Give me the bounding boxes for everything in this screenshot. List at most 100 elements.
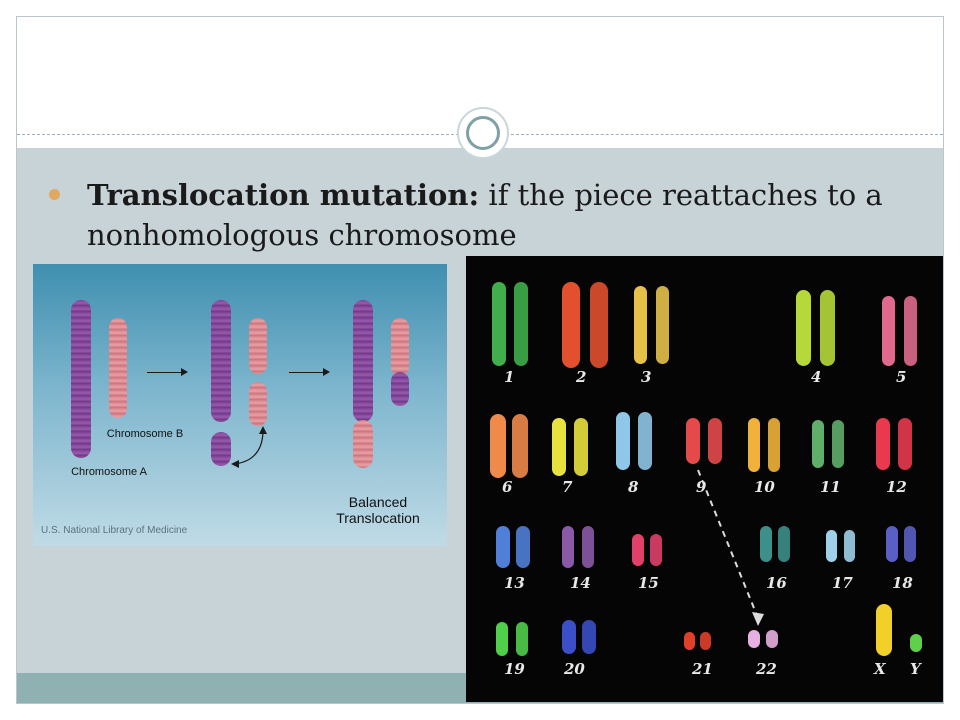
karyotype-label-17: 17 xyxy=(832,574,853,592)
karyotype-chromosome-18-a xyxy=(886,526,898,562)
karyotype-chromosome-18-b xyxy=(904,526,916,562)
label-chromosome-a: Chromosome A xyxy=(71,466,147,478)
karyotype-label-20: 20 xyxy=(564,660,585,678)
arrow-1-head xyxy=(181,368,188,376)
karyotype-chromosome-3-b xyxy=(656,286,669,364)
karyotype-label-21: 21 xyxy=(692,660,713,678)
karyotype-chromosome-16-b xyxy=(778,526,790,562)
karyotype-chromosome-10-b xyxy=(768,418,780,472)
karyotype-label-x: X xyxy=(874,660,886,678)
karyotype-label-2: 2 xyxy=(576,368,587,386)
bullet-text: Translocation mutation: if the piece rea… xyxy=(87,175,917,255)
karyotype-label-16: 16 xyxy=(766,574,787,592)
karyotype-label-14: 14 xyxy=(570,574,591,592)
chromosome-b-stage3 xyxy=(391,318,409,376)
karyotype-label-10: 10 xyxy=(754,478,775,496)
karyotype-chromosome-15-b xyxy=(650,534,662,566)
arrow-1 xyxy=(147,372,181,373)
karyotype-chromosome-13-a xyxy=(496,526,510,568)
translocation-arrow xyxy=(697,469,759,619)
karyotype-label-11: 11 xyxy=(820,478,841,496)
karyotype-chromosome-4-a xyxy=(796,290,811,366)
karyotype-chromosome-9-a xyxy=(686,418,700,464)
bullet-icon xyxy=(49,189,60,200)
karyotype-chromosome-4-b xyxy=(820,290,835,366)
karyotype-label-15: 15 xyxy=(638,574,659,592)
karyotype-label-3: 3 xyxy=(641,368,652,386)
karyotype-label-6: 6 xyxy=(502,478,513,496)
karyotype-chromosome-21-a xyxy=(684,632,695,650)
chromosome-b-stage2-fragment xyxy=(249,382,267,426)
karyotype-chromosome-3-a xyxy=(634,286,647,364)
karyotype-chromosome-x xyxy=(876,604,892,656)
karyotype-label-13: 13 xyxy=(504,574,525,592)
karyotype-chromosome-12-a xyxy=(876,418,890,470)
karyotype-chromosome-6-a xyxy=(490,414,506,478)
karyotype-chromosome-14-b xyxy=(582,526,594,568)
karyotype-chromosome-8-a xyxy=(616,412,630,470)
karyotype-chromosome-15-a xyxy=(632,534,644,566)
karyotype-chromosome-5-b xyxy=(904,296,917,366)
chromosome-a-stage1 xyxy=(71,300,91,458)
karyotype-label-12: 12 xyxy=(886,478,907,496)
karyotype-label-22: 22 xyxy=(756,660,777,678)
karyotype-label-8: 8 xyxy=(628,478,639,496)
chromosome-b-stage1 xyxy=(109,318,127,418)
karyotype-chromosomes xyxy=(490,282,922,656)
karyotype-chromosome-10-a xyxy=(748,418,760,472)
karyotype-label-9: 9 xyxy=(696,478,707,496)
karyotype-chromosome-7-b xyxy=(574,418,588,476)
karyotype-chromosome-17-a xyxy=(826,530,837,562)
karyotype-chromosome-22-a xyxy=(748,630,760,648)
karyotype-chromosome-19-b xyxy=(516,622,528,656)
karyotype-label-1: 1 xyxy=(504,368,515,386)
karyotype-chromosome-1-a xyxy=(492,282,506,366)
label-chromosome-b: Chromosome B xyxy=(106,428,184,440)
circle-ornament-ring xyxy=(466,116,500,150)
karyotype-chromosome-8-b xyxy=(638,412,652,470)
chromosome-a-translocated xyxy=(353,420,373,468)
karyotype-chromosome-9-b xyxy=(708,418,722,464)
bullet-term: Translocation mutation: xyxy=(87,178,480,212)
karyotype-chromosome-2-a xyxy=(562,282,580,368)
karyotype-label-4: 4 xyxy=(811,368,822,386)
karyotype-label-7: 7 xyxy=(562,478,573,496)
karyotype-chromosome-13-b xyxy=(516,526,530,568)
karyotype-chromosome-14-a xyxy=(562,526,574,568)
circle-ornament xyxy=(457,107,509,159)
karyotype-chromosome-1-b xyxy=(514,282,528,366)
label-balanced-translocation: Balanced Translocation xyxy=(336,494,420,526)
karyotype-chromosome-11-b xyxy=(832,420,844,468)
karyotype-chromosome-5-a xyxy=(882,296,895,366)
karyotype-chromosome-22-b xyxy=(766,630,778,648)
karyotype-chromosome-11-a xyxy=(812,420,824,468)
karyotype-chromosome-20-a xyxy=(562,620,576,654)
karyotype-chromosome-21-b xyxy=(700,632,711,650)
chromosome-b-stage2-top xyxy=(249,318,267,374)
translocation-arrow-head xyxy=(752,612,764,626)
karyotype-label-19: 19 xyxy=(504,660,525,678)
arrow-2 xyxy=(289,372,323,373)
karyotype-chromosome-12-b xyxy=(898,418,912,470)
karyotype-chromosome-y xyxy=(910,634,922,652)
karyotype-label-18: 18 xyxy=(892,574,913,592)
karyotype-chromosome-16-a xyxy=(760,526,772,562)
translocation-diagram: Chromosome B Chromosome A Balanced Trans… xyxy=(33,264,447,546)
chromosome-a-fragment xyxy=(211,432,231,466)
karyotype-chromosome-7-a xyxy=(552,418,566,476)
arrow-2-head xyxy=(323,368,330,376)
karyotype-chromosome-6-b xyxy=(512,414,528,478)
karyotype-chromosome-20-b xyxy=(582,620,596,654)
chromosome-a-stage2 xyxy=(211,300,231,422)
karyotype-chromosome-2-b xyxy=(590,282,608,368)
slide: Translocation mutation: if the piece rea… xyxy=(16,16,944,704)
karyotype-label-y: Y xyxy=(910,660,921,678)
image-credit: U.S. National Library of Medicine xyxy=(41,525,188,536)
karyotype-image: 1 2 3 4 5 6 7 8 9 10 11 12 13 14 15 16 1… xyxy=(466,256,943,702)
swap-arrow-icon xyxy=(231,426,267,468)
karyotype-label-5: 5 xyxy=(896,368,907,386)
chromosome-b-translocated xyxy=(391,372,409,406)
karyotype-chromosome-17-b xyxy=(844,530,855,562)
karyotype-chromosome-19-a xyxy=(496,622,508,656)
chromosome-a-stage3 xyxy=(353,300,373,422)
